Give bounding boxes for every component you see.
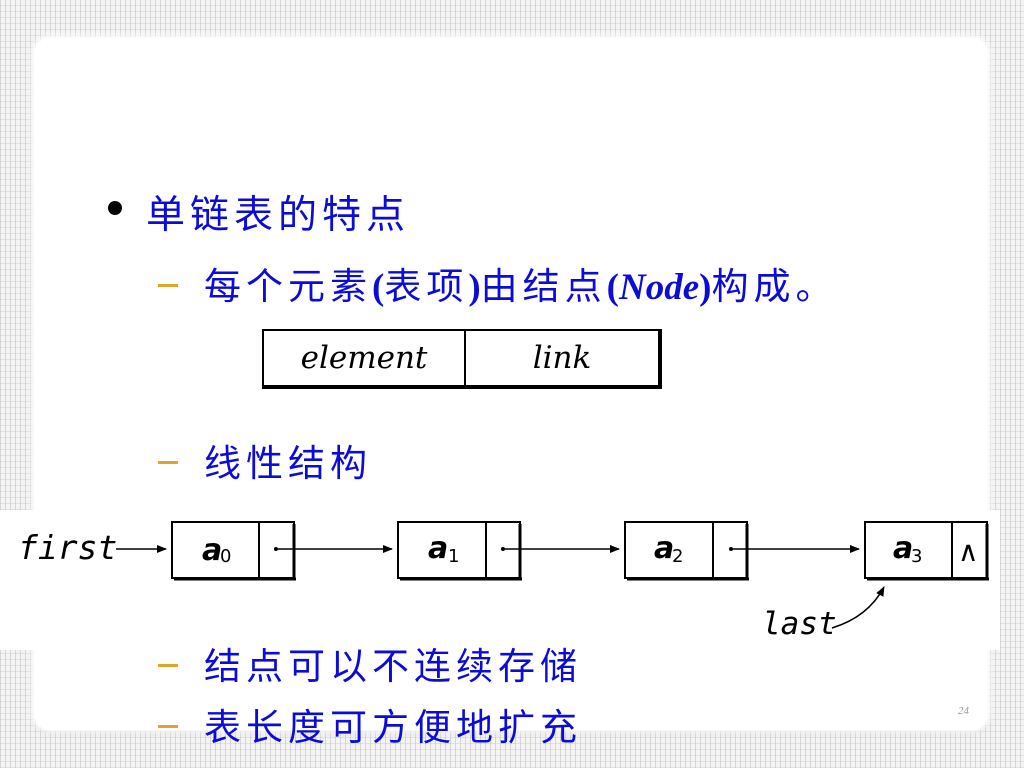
linked-list-svg: first a 0 a 1 [18, 521, 989, 642]
node-field-element: element [264, 331, 466, 385]
linked-list-diagram: first a 0 a 1 [0, 510, 1000, 650]
dash-marker-1 [158, 284, 178, 287]
page-number: 24 [958, 705, 969, 717]
item1-rparen: ) [468, 267, 481, 308]
node-a1-sub: 1 [448, 546, 459, 567]
node-a2-sub: 2 [672, 546, 683, 567]
dash-marker-3 [158, 664, 178, 667]
first-label: first [18, 528, 117, 567]
item1-text-pre: 每个元素 [204, 265, 372, 308]
list-node-a2: a 2 [624, 521, 749, 581]
list-item-3: 结点可以不连续存储 [204, 645, 582, 688]
list-item-2: 线性结构 [204, 442, 372, 485]
item1-lparen: ( [372, 267, 385, 308]
node-a0-base: a [202, 533, 222, 568]
node-a3-sub: 3 [911, 546, 922, 567]
node-structure-diagram: element link [262, 329, 662, 389]
node-field-link: link [532, 340, 592, 376]
node-a3-base: a [893, 531, 913, 566]
dash-marker-4 [158, 725, 178, 728]
slide-heading: 单链表的特点 [146, 193, 411, 238]
item1-node-word: Node [618, 267, 700, 308]
list-item-4: 表长度可方便地扩充 [204, 706, 582, 749]
node-a0-sub: 0 [220, 546, 231, 567]
item1-lparen2: ( [606, 267, 619, 308]
list-node-a1: a 1 [397, 521, 522, 581]
dash-marker-2 [158, 461, 178, 464]
null-pointer-icon: ∧ [958, 535, 979, 568]
item1-text-post1: 由结点 [480, 265, 607, 308]
last-pointer-arrow [831, 586, 885, 629]
node-a2-base: a [654, 531, 674, 566]
item1-text-post2: 构成。 [711, 265, 838, 308]
item1-text-mid: 表项 [384, 265, 469, 308]
bullet-dot [108, 201, 122, 215]
item1-rparen2: ) [699, 267, 712, 308]
list-node-a3: a 3 ∧ [864, 521, 989, 581]
list-node-a0: a 0 [171, 521, 296, 581]
last-label: last [762, 606, 837, 642]
node-a1-base: a [428, 531, 448, 566]
list-item-1: 每个元素(表项)由结点(Node)构成。 [204, 256, 837, 310]
